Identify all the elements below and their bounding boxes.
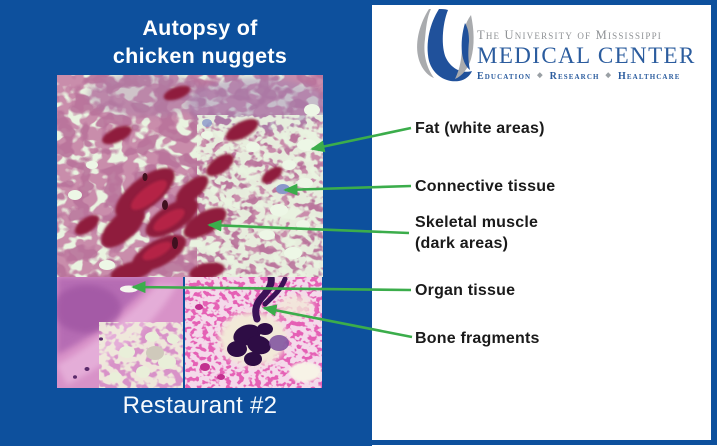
annotation-label-skeletal-muscle: Skeletal muscle (dark areas) <box>415 214 539 252</box>
logo-name: MEDICAL CENTER <box>477 43 696 68</box>
histology-bone-image <box>185 277 322 388</box>
annotation-label-fat: Fat (white areas) <box>415 120 545 137</box>
histology-organ-image <box>57 277 183 388</box>
logo-institution: The University of Mississippi <box>477 28 662 42</box>
ummc-logo-text: The University of Mississippi MEDICAL CE… <box>477 28 720 82</box>
annotation-label-connective-tissue: Connective tissue <box>415 178 556 195</box>
ummc-logo-mark-icon <box>417 9 474 82</box>
tagline-research: Research <box>549 71 600 82</box>
diamond-separator-icon: ◆ <box>605 71 613 79</box>
diamond-separator-icon: ◆ <box>537 71 544 79</box>
restaurant-caption: Restaurant #2 <box>122 392 278 419</box>
tagline-education: Education <box>477 71 532 82</box>
annotation-label-bone-fragments: Bone fragments <box>415 330 540 347</box>
tagline-healthcare: Healthcare <box>618 71 681 82</box>
logo-tagline: Education ◆ Research ◆ Healthcare <box>477 71 720 82</box>
histology-main-image <box>57 75 323 277</box>
slide-title: Autopsy of chicken nuggets <box>112 16 288 68</box>
annotation-label-organ-tissue: Organ tissue <box>415 282 516 299</box>
